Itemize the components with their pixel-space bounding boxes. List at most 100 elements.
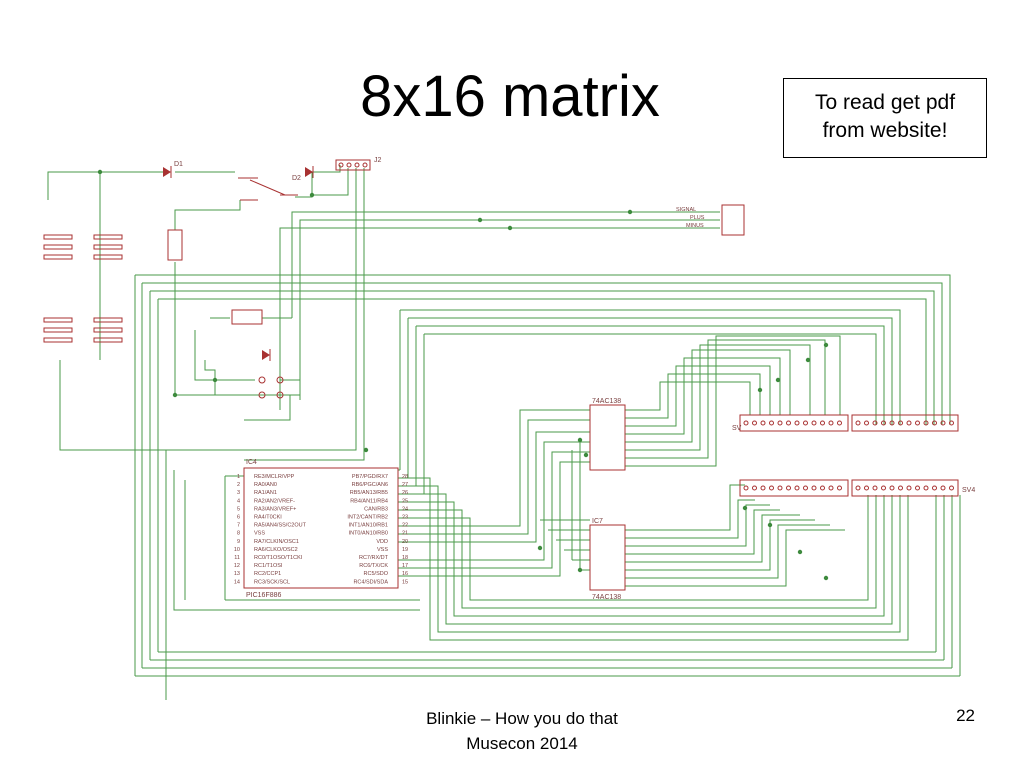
pic-pin-name: RC3/SCK/SCL <box>254 579 290 585</box>
header-pin <box>881 485 886 491</box>
header-pin <box>872 420 878 426</box>
header-pin <box>786 420 791 426</box>
header-pin <box>811 420 817 426</box>
header-pin <box>837 420 842 426</box>
header-pin <box>889 420 895 426</box>
pic-pin-number: 8 <box>237 531 240 537</box>
pic-pin-number: 9 <box>237 539 240 545</box>
minus-label: MINUS <box>686 223 704 229</box>
header-pin <box>752 485 757 491</box>
pic-pin-name: INT2/CANT/RB2 <box>347 515 388 521</box>
header-pins <box>743 420 954 491</box>
header-pin <box>803 420 808 426</box>
parts: D1 D2 J2 SIGNAL P <box>43 157 975 601</box>
pic-pin-number: 5 <box>237 506 240 512</box>
page-number: 22 <box>956 706 975 725</box>
pic-pin-number: 27 <box>402 482 408 488</box>
header-pin <box>949 420 954 426</box>
pic-pin-name: RB4/AN11/RB4 <box>350 498 388 504</box>
pic16f886-chip <box>243 467 399 589</box>
pic-pin-name: VSS <box>377 547 388 553</box>
pic-pin-name: RA0/AN0 <box>254 482 277 488</box>
pic-pin-number: 4 <box>237 498 240 504</box>
pic-pin-number: 15 <box>402 579 408 585</box>
header-pin <box>872 485 878 491</box>
pic-pin-name: RA3/AN3/VREF+ <box>254 506 296 512</box>
header-pin <box>889 485 895 491</box>
header-pin <box>777 420 783 426</box>
ic6-label: 74AC138 <box>592 398 621 405</box>
ic4-label: IC4 <box>246 459 257 466</box>
pic-pin-name: VSS <box>254 531 265 537</box>
header-pin <box>794 420 800 426</box>
pic-pin-name: RC4/SDI/SDA <box>353 579 388 585</box>
d2-label: D2 <box>292 175 301 182</box>
pic-pin-name: RC0/T1OSO/T1CKI <box>254 555 303 561</box>
header-pin <box>777 485 783 491</box>
junctions <box>97 169 829 581</box>
pic-pin-name: RE3/MCLR/VPP <box>254 474 295 480</box>
pic-pin-number: 6 <box>237 515 240 521</box>
header-pin <box>940 420 946 426</box>
pic-pin-number: 22 <box>402 523 408 529</box>
header-pin <box>794 485 800 491</box>
pic-pin-name: RC2/CCP1 <box>254 571 281 577</box>
pic-pin-number: 10 <box>234 547 240 553</box>
header-pin <box>743 420 749 426</box>
pic-pin-name: INT0/AN10/RB0 <box>349 531 388 537</box>
slide-footer: Blinkie – How you do that Musecon 2014 <box>372 706 672 756</box>
pic-pin-name: RC1/T1OSI <box>254 563 283 569</box>
d1-label: D1 <box>174 161 183 168</box>
header-pin <box>906 420 912 426</box>
sv4-header-left <box>739 479 849 497</box>
signal-label: SIGNAL <box>676 207 696 213</box>
pic-pin-name: RA2/AN2/VREF- <box>254 498 295 504</box>
ic7-part-label: 74AC138 <box>592 594 621 601</box>
header-pin <box>769 420 774 426</box>
pdf-note-box: To read get pdf from website! <box>783 78 987 158</box>
ic7-label: IC7 <box>592 518 603 525</box>
ic6-decoder <box>589 404 626 471</box>
header-pin <box>837 485 842 491</box>
sv-header-left <box>739 414 849 432</box>
header-pin <box>881 420 886 426</box>
header-pin <box>760 420 766 426</box>
footer-line1: Blinkie – How you do that <box>426 709 618 728</box>
pic-pin-name: RB6/PGC/AN6 <box>352 482 388 488</box>
header-pin <box>923 420 929 426</box>
header-pin <box>803 485 808 491</box>
header-pin <box>820 485 825 491</box>
pic-pin-name: RC7/RX/DT <box>359 555 389 561</box>
pic-pin-number: 2 <box>237 482 240 488</box>
header-pin <box>855 420 861 426</box>
footer-line2: Musecon 2014 <box>466 734 578 753</box>
pic-pin-number: 24 <box>402 506 408 512</box>
pic-pin-number: 28 <box>402 474 408 480</box>
header-pin <box>923 485 929 491</box>
sv4-header-right <box>851 479 959 497</box>
sv-header-right <box>851 414 959 432</box>
pic-pin-number: 3 <box>237 490 240 496</box>
header-pin <box>828 485 834 491</box>
header-pin <box>932 420 937 426</box>
pic-pin-name: RB5/AN13/RB5 <box>350 490 388 496</box>
header-pin <box>752 420 757 426</box>
header-pin <box>940 485 946 491</box>
sv-label: SV <box>732 425 742 432</box>
header-pin <box>828 420 834 426</box>
pic-pin-number: 20 <box>402 539 408 545</box>
pic-pin-number: 21 <box>402 531 408 537</box>
pic-pin-number: 19 <box>402 547 408 553</box>
pic-pin-number: 16 <box>402 571 408 577</box>
header-pin <box>855 485 861 491</box>
pic-pin-number: 11 <box>234 555 240 561</box>
pic-left-pin-names: RE3/MCLR/VPPRA0/AN0RA1/AN1RA2/AN2/VREF-R… <box>254 474 307 585</box>
pic-pin-name: RA6/CLKO/OSC2 <box>254 547 298 553</box>
header-pin <box>864 420 869 426</box>
pdf-note-line1: To read get pdf <box>814 91 956 114</box>
sv4-label: SV4 <box>962 487 975 494</box>
wires <box>47 165 961 700</box>
